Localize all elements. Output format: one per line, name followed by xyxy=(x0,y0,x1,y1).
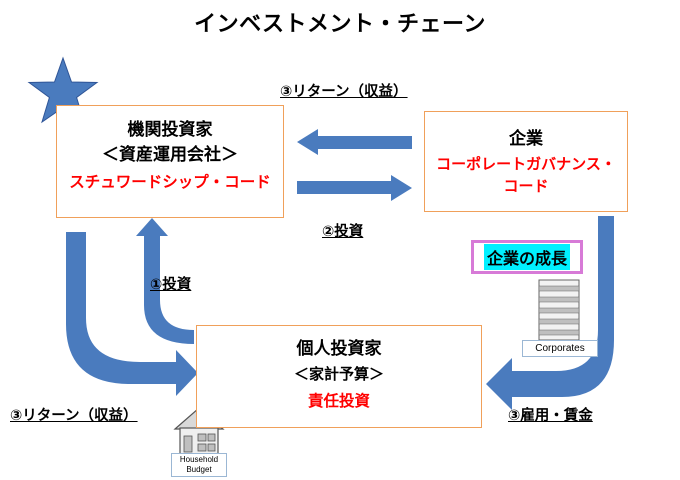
return-top-label: ③リターン（収益） xyxy=(280,84,408,100)
employment-label: ③雇用・賃金 xyxy=(508,408,593,424)
return-arrow-left xyxy=(297,129,412,155)
corporate-governance-code-line2: コード xyxy=(503,177,549,195)
return-left-label: ③リターン（収益） xyxy=(10,408,138,424)
institutional-title: 機関投資家 xyxy=(127,120,213,140)
individual-investor-box: 個人投資家 ＜家計予算＞ 責任投資 xyxy=(196,325,482,428)
institutional-investor-box: 機関投資家 ＜資産運用会社＞ スチュワードシップ・コード xyxy=(56,105,284,218)
investment-arrow-right xyxy=(297,175,412,201)
corporate-title: 企業 xyxy=(509,129,543,149)
corporate-box: 企業 コーポレートガバナンス・ コード xyxy=(424,111,628,212)
household-budget-caption: Household Budget xyxy=(171,453,227,477)
corporates-caption: Corporates xyxy=(522,340,598,357)
return-arrow-down-right xyxy=(66,232,198,396)
individual-title: 個人投資家 xyxy=(296,339,382,359)
corporate-governance-code-line1: コーポレートガバナンス・ xyxy=(436,155,616,173)
corporate-growth-badge: 企業の成長 xyxy=(471,240,583,274)
diagram-title: インベストメント・チェーン xyxy=(194,12,486,37)
corporates-building-icon xyxy=(538,279,580,341)
institutional-subtitle: ＜資産運用会社＞ xyxy=(102,145,238,165)
responsible-investment: 責任投資 xyxy=(307,392,370,410)
corporate-growth-text: 企業の成長 xyxy=(483,244,570,270)
household-caption-line1: Household xyxy=(179,455,219,464)
investment1-arrow-up xyxy=(136,218,194,344)
stewardship-code: スチュワードシップ・コード xyxy=(69,173,271,191)
invest2-label: ②投資 xyxy=(322,224,364,240)
employment-arrow xyxy=(486,216,614,410)
individual-subtitle: ＜家計予算＞ xyxy=(293,365,384,383)
household-caption-line2: Budget xyxy=(186,465,212,474)
invest1-label: ①投資 xyxy=(150,277,192,293)
